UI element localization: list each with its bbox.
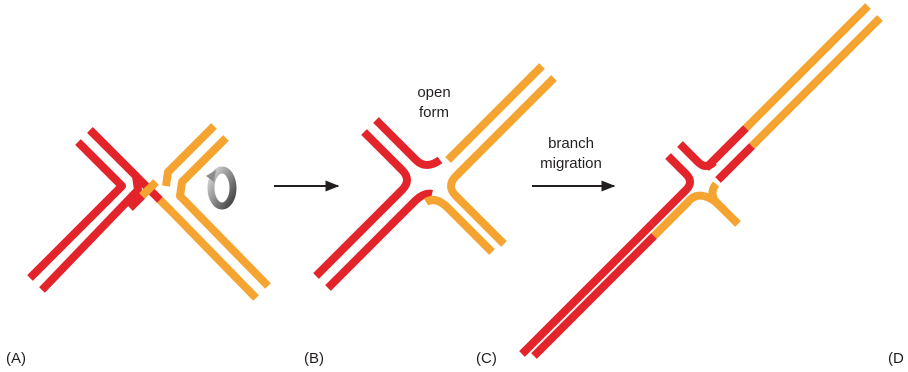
red-upper-left-inner (373, 117, 443, 169)
rotation-arrow-icon (206, 166, 237, 210)
red-upper-left-outer (313, 129, 411, 279)
panel-label-c: (C) (476, 350, 497, 367)
orange-upper-right-inner (447, 75, 557, 247)
panel-label-b: (B) (304, 350, 324, 367)
lower-left-inner-orange (651, 191, 705, 239)
lower-left-inner-red (531, 233, 657, 359)
lower-left-outer-red (519, 221, 655, 357)
panel-label-d: (D (888, 350, 904, 367)
orange-strand-inner (162, 123, 217, 187)
junction-open-form (313, 63, 557, 291)
upper-right-inner-orange (749, 15, 883, 149)
orange-upper-right-outer (445, 63, 545, 163)
open-form-label-line2: form (419, 104, 449, 121)
branch-migration-label-line1: branch (548, 135, 594, 152)
orange-strand-outer (176, 135, 271, 289)
upper-right-outer-orange (743, 3, 871, 131)
crossing2-red-part (127, 193, 145, 211)
open-form-label-line1: open (417, 84, 450, 101)
crossing2-orange-part (139, 179, 159, 199)
upper-left-inner-red (677, 141, 717, 170)
panel-label-a: (A) (6, 350, 26, 367)
junction-stacked-x (27, 123, 271, 301)
red-strand-outer (27, 139, 126, 281)
junction-after-branch-migration (519, 3, 883, 359)
branch-migration-label-line2: migration (540, 155, 602, 172)
upper-left-outer-red (649, 153, 694, 227)
orange-lower-left-inner (423, 196, 495, 255)
orange-lower-right-inner (169, 209, 259, 301)
red-lower-left-inner (325, 189, 433, 291)
crossing-strand-orange-part (157, 197, 175, 215)
upper-right-inner-red (715, 143, 755, 183)
lower-right-inner-orange (702, 192, 729, 215)
